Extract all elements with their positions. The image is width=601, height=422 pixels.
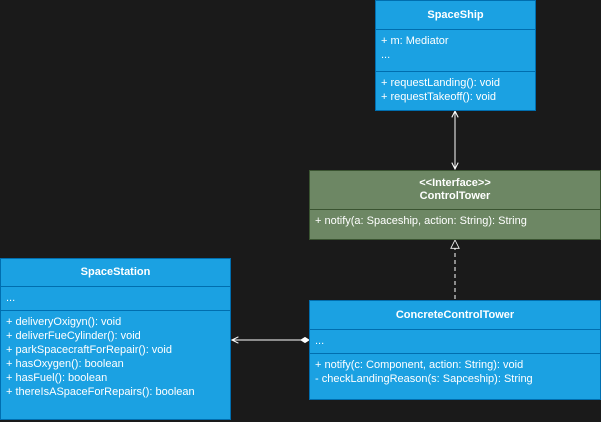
class-concretecontroltower-name: ConcreteControlTower	[395, 308, 515, 321]
class-spaceship-header: SpaceShip	[376, 1, 535, 29]
class-spaceship-operations: + requestLanding(): void + requestTakeof…	[376, 71, 535, 108]
class-spaceship-attributes: + m: Mediator ...	[376, 29, 535, 71]
operation: + hasFuel(): boolean	[6, 372, 108, 384]
attribute: + m: Mediator	[381, 35, 449, 47]
interface-controltower-header: <<Interface>> ControlTower	[310, 171, 600, 209]
operation: + requestTakeoff(): void	[381, 91, 497, 103]
class-spacestation-header: SpaceStation	[1, 259, 230, 286]
class-spacestation-name: SpaceStation	[80, 266, 151, 278]
class-spacestation[interactable]: SpaceStation ... + deliveryOxigyn(): voi…	[0, 258, 231, 420]
class-spaceship-name: SpaceShip	[427, 8, 484, 21]
class-concretecontroltower-attributes: ...	[310, 329, 600, 353]
attribute: ...	[6, 292, 16, 304]
operation: + requestLanding(): void	[381, 77, 500, 89]
operation: + notify(c: Component, action: String): …	[315, 359, 524, 371]
class-spacestation-operations: + deliveryOxigyn(): void + deliverFueCyl…	[1, 310, 230, 403]
operation: + notify(a: Spaceship, action: String): …	[315, 215, 527, 227]
interface-stereotype: <<Interface>>	[419, 177, 491, 189]
class-spacestation-attributes: ...	[1, 286, 230, 310]
operation: - checkLandingReason(s: Sapceship): Stri…	[315, 373, 533, 385]
class-spaceship[interactable]: SpaceShip + m: Mediator ... + requestLan…	[375, 0, 536, 111]
composition-diamond	[300, 336, 310, 344]
class-concretecontroltower[interactable]: ConcreteControlTower ... + notify(c: Com…	[309, 300, 601, 400]
class-concretecontroltower-header: ConcreteControlTower	[310, 301, 600, 329]
operation: + deliverFueCylinder(): void	[6, 330, 141, 342]
attribute: ...	[315, 335, 325, 347]
attribute: ...	[381, 49, 391, 61]
operation: + hasOxygen(): boolean	[6, 358, 124, 370]
class-concretecontroltower-operations: + notify(c: Component, action: String): …	[310, 353, 600, 390]
operation: + thereIsASpaceForRepairs(): boolean	[6, 386, 195, 398]
interface-controltower-name: ControlTower	[419, 190, 491, 202]
interface-controltower[interactable]: <<Interface>> ControlTower + notify(a: S…	[309, 170, 601, 240]
operation: + deliveryOxigyn(): void	[6, 316, 122, 328]
interface-controltower-operations: + notify(a: Spaceship, action: String): …	[310, 209, 600, 232]
operation: + parkSpacecraftForRepair(): void	[6, 344, 172, 356]
